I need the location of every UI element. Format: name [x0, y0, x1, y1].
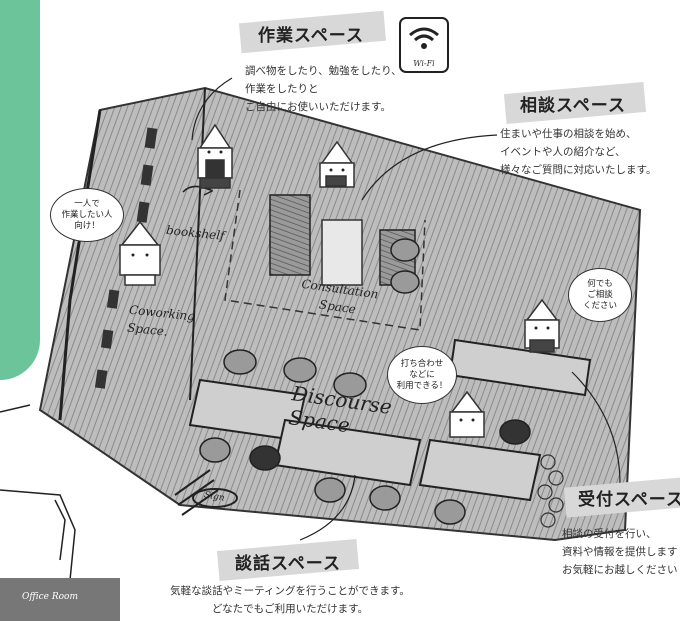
consult-desc-line-2: イベントや人の紹介など、 [500, 146, 626, 158]
floor-area [38, 86, 642, 542]
discourse-desc-line-2: どなたでもご利用いただけます。 [211, 603, 369, 615]
discourse-space-title: 談話スペース [235, 554, 341, 574]
wifi-arcs [409, 27, 439, 49]
accent-bar [0, 0, 40, 380]
mascot-work [197, 123, 233, 189]
work-desc-line-3: ご自由にお使いいただけます。 [245, 101, 391, 113]
mascot-solo [119, 220, 161, 286]
bubble-solo-work: 一人で 作業したい人 向け！ [50, 188, 124, 242]
reception-space-title: 受付スペース [578, 490, 680, 510]
consult-desc-line-1: 住まいや仕事の相談を始め、 [500, 128, 637, 140]
bookshelf-shape [94, 127, 158, 389]
work-space-description: 調べ物をしたり、勉強をしたり、 作業をしたりと ご自由にお使いいただけます。 [245, 62, 402, 116]
reception-desc-line-2: 資料や情報を提供します [562, 546, 678, 558]
office-room: Office Room [0, 578, 120, 621]
wifi-icon: Wi-Fi [399, 17, 449, 73]
discourse-desc-line-1: 気軽な談話やミーティングを行うことができます。 [170, 585, 410, 597]
discourse-space-description: 気軽な談話やミーティングを行うことができます。 どなたでもご利用いただけます。 [170, 582, 410, 618]
work-desc-line-1: 調べ物をしたり、勉強をしたり、 [245, 65, 402, 77]
office-room-label: Office Room [22, 592, 79, 602]
work-desc-line-2: 作業をしたりと [245, 83, 319, 95]
bubble-meeting: 打ち合わせ などに 利用できる！ [387, 346, 457, 404]
reception-desc-line-1: 相談の受付を行い、 [562, 528, 657, 540]
work-space-title: 作業スペース [258, 26, 364, 46]
mascot-meeting [449, 390, 485, 438]
consult-space-title: 相談スペース [520, 96, 626, 116]
mascot-reception [524, 298, 560, 353]
mascot-consult [319, 140, 355, 188]
wifi-label: Wi-Fi [413, 59, 435, 68]
consult-desc-line-3: 様々なご質問に対応いたします。 [500, 164, 657, 176]
consult-space-description: 住まいや仕事の相談を始め、 イベントや人の紹介など、 様々なご質問に対応いたしま… [500, 125, 656, 179]
reception-space-description: 相談の受付を行い、 資料や情報を提供します お気軽にお越しください [562, 525, 678, 579]
coworking-label: Coworking Space. [126, 302, 196, 339]
bubble-consult-anything: 何でも ご相談 ください [568, 268, 632, 322]
reception-desc-line-3: お気軽にお越しください [562, 564, 678, 576]
